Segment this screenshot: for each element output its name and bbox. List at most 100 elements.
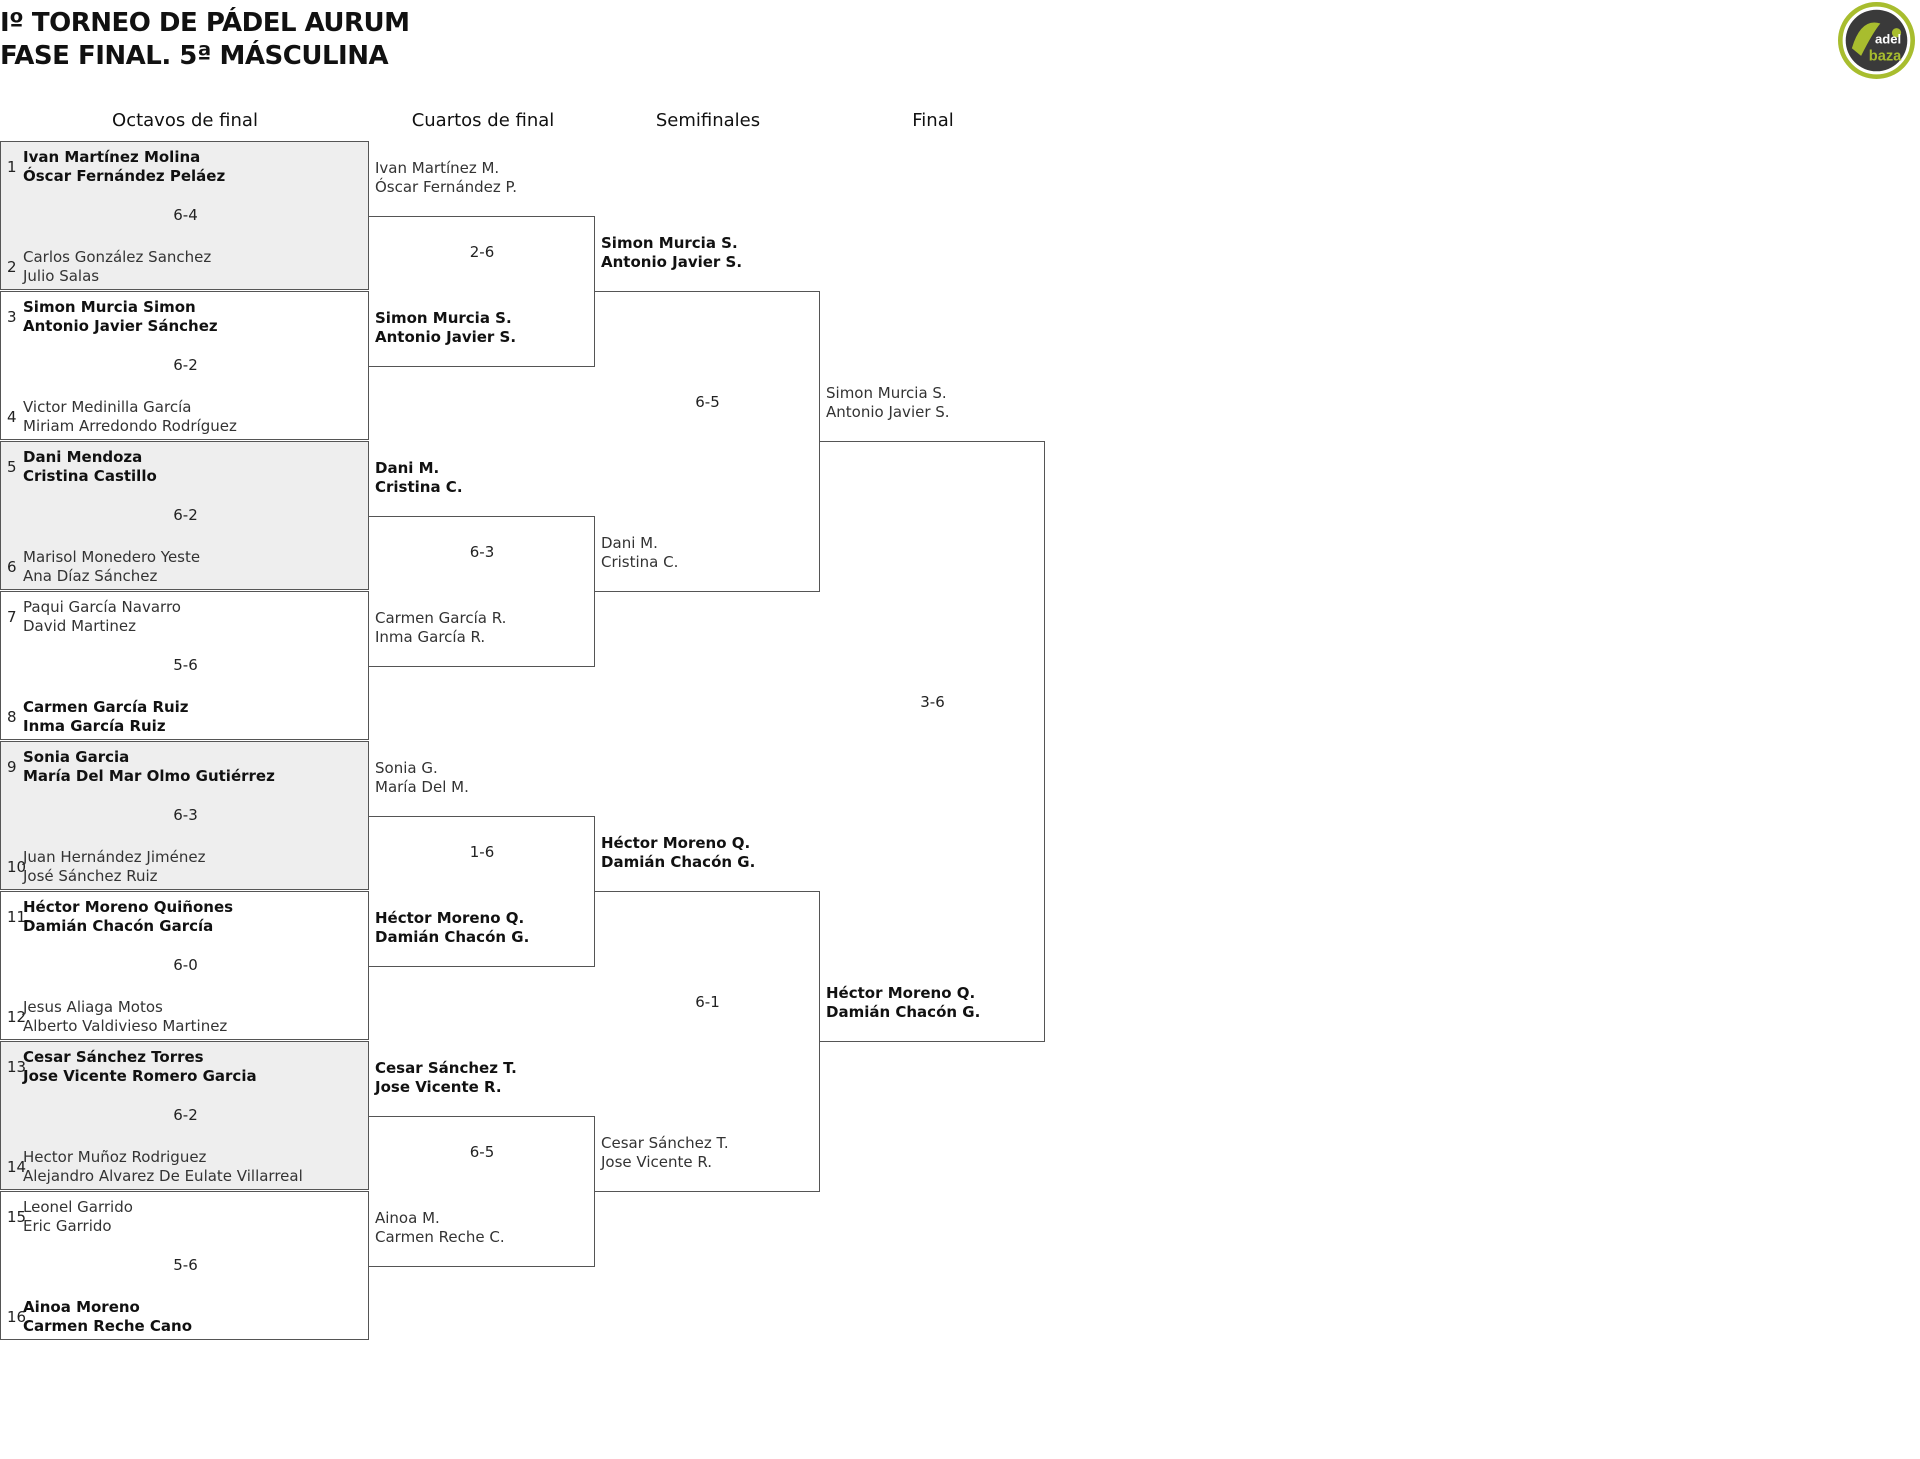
final-score: 3-6 (920, 693, 945, 711)
cuartos-team-top: Cesar Sánchez T.Jose Vicente R. (375, 1059, 517, 1097)
match-score: 5-6 (173, 656, 198, 674)
seed-number: 9 (7, 758, 17, 776)
player-name: Héctor Moreno Q. (826, 984, 976, 1002)
column-final: Final (912, 110, 954, 131)
player-name: Ainoa Moreno (23, 1298, 140, 1316)
player-name: Ivan Martínez Molina (23, 148, 201, 166)
cuartos-connector (369, 516, 595, 667)
cuartos-team-top: Sonia G.María Del M. (375, 759, 469, 797)
player-name: Ivan Martínez M. (375, 159, 500, 177)
seed-number: 13 (7, 1058, 27, 1076)
cuartos-team-bottom: Héctor Moreno Q.Damián Chacón G. (375, 909, 529, 947)
semis-connector (595, 891, 820, 1192)
player-name: Antonio Javier S. (826, 403, 950, 421)
seed-number: 15 (7, 1208, 27, 1226)
semis-connector (595, 291, 820, 592)
seed-number: 2 (7, 258, 17, 276)
match-score: 6-2 (173, 1106, 198, 1124)
player-name: Óscar Fernández P. (375, 178, 518, 196)
player-name: Alejandro Alvarez De Eulate Villarreal (23, 1167, 303, 1185)
cuartos-connector (369, 816, 595, 967)
player-name: Cristina C. (601, 553, 679, 571)
player-name: Victor Medinilla García (23, 398, 192, 416)
player-name: David Martinez (23, 617, 137, 635)
player-name: Inma García Ruiz (23, 717, 166, 735)
player-name: Jesus Aliaga Motos (23, 998, 163, 1016)
player-name: Simon Murcia S. (826, 384, 947, 402)
seed-number: 1 (7, 158, 17, 176)
svg-text:adel: adel (1875, 32, 1901, 47)
title-line-1: Iº TORNEO DE PÁDEL AURUM (0, 8, 410, 38)
player-name: Damián Chacón G. (601, 853, 756, 871)
player-name: Alberto Valdivieso Martinez (23, 1017, 228, 1035)
player-name: Cesar Sánchez T. (601, 1134, 729, 1152)
player-name: Antonio Javier S. (601, 253, 743, 271)
seed-number: 6 (7, 558, 17, 576)
semis-score: 6-1 (695, 993, 720, 1011)
player-name: Cesar Sánchez Torres (23, 1048, 204, 1066)
cuartos-score: 1-6 (469, 843, 495, 861)
player-name: Sonia G. (375, 759, 438, 777)
semis-team-top: Héctor Moreno Q.Damián Chacón G. (601, 834, 755, 872)
player-name: María Del Mar Olmo Gutiérrez (23, 767, 275, 785)
player-name: Héctor Moreno Q. (375, 909, 525, 927)
player-name: Carmen Reche Cano (23, 1317, 193, 1335)
cuartos-connector (369, 216, 595, 367)
player-name: Sonia Garcia (23, 748, 130, 766)
player-name: Simon Murcia Simon (23, 298, 196, 316)
column-octavos: Octavos de final (112, 110, 258, 131)
seed-number: 4 (7, 408, 17, 426)
match-score: 6-2 (173, 506, 198, 524)
player-name: Héctor Moreno Quiñones (23, 898, 234, 916)
player-name: Dani M. (601, 534, 658, 552)
player-name: Carmen García Ruiz (23, 698, 189, 716)
final-team-top: Simon Murcia S.Antonio Javier S. (826, 384, 950, 422)
player-name: Damián Chacón G. (826, 1003, 981, 1021)
cuartos-connector (369, 1116, 595, 1267)
player-name: Paqui García Navarro (23, 598, 181, 616)
cuartos-team-top: Ivan Martínez M.Óscar Fernández P. (375, 159, 517, 197)
player-name: Dani Mendoza (23, 448, 143, 466)
player-name: Ainoa M. (375, 1209, 440, 1227)
cuartos-team-bottom: Simon Murcia S.Antonio Javier S. (375, 309, 516, 347)
semis-team-bottom: Dani M.Cristina C. (601, 534, 678, 572)
player-name: Damián Chacón García (23, 917, 214, 935)
cuartos-score: 6-5 (469, 1143, 495, 1161)
cuartos-score: 2-6 (469, 243, 495, 261)
seed-number: 11 (7, 908, 27, 926)
semis-score: 6-5 (695, 393, 720, 411)
seed-number: 7 (7, 608, 17, 626)
player-name: Leonel Garrido (23, 1198, 133, 1216)
player-name: Miriam Arredondo Rodríguez (23, 417, 237, 435)
final-connector (820, 441, 1045, 1042)
seed-number: 12 (7, 1008, 27, 1026)
match-score: 5-6 (173, 1256, 198, 1274)
match-score: 6-3 (173, 806, 198, 824)
player-name: Jose Vicente R. (601, 1153, 713, 1171)
player-name: Carmen Reche C. (375, 1228, 505, 1246)
seed-number: 8 (7, 708, 17, 726)
player-name: Cesar Sánchez T. (375, 1059, 517, 1077)
column-semifinales: Semifinales (655, 110, 761, 131)
player-name: Héctor Moreno Q. (601, 834, 751, 852)
seed-number: 14 (7, 1158, 27, 1176)
player-name: Marisol Monedero Yeste (23, 548, 201, 566)
